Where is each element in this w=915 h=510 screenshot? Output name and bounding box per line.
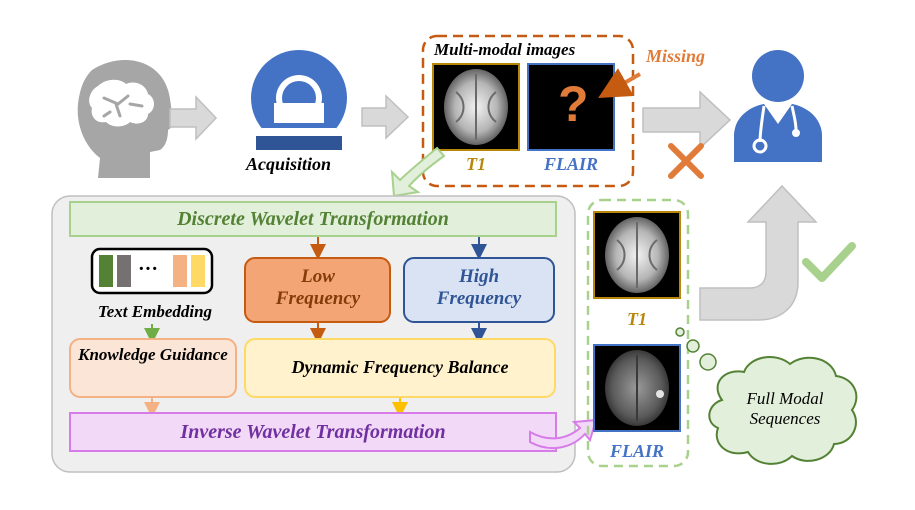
knowledge-guidance-label: Knowledge Guidance <box>78 345 228 364</box>
dfb-box <box>244 338 556 398</box>
output-t1-label: T1 <box>627 309 647 329</box>
t1-label: T1 <box>466 154 486 174</box>
dwt-label: Discrete Wavelet Transformation <box>177 208 449 230</box>
multimodal-box <box>421 34 635 188</box>
output-flair-label: FLAIR <box>609 441 665 461</box>
multimodal-title: Multi-modal images <box>432 40 578 60</box>
arrow-images-to-doctor <box>642 90 732 150</box>
doctor-icon <box>734 50 822 162</box>
missing-arrow <box>598 68 641 98</box>
dwt-box <box>69 201 557 237</box>
output-flair-image <box>593 344 681 432</box>
flair-label: FLAIR <box>543 154 599 174</box>
dfb-label: Dynamic Frequency Balance <box>291 357 509 377</box>
question-mark: ? <box>558 76 589 132</box>
cross-icon <box>668 143 704 179</box>
check-icon <box>802 242 856 282</box>
missing-label: Missing <box>646 46 706 66</box>
arrow-head-to-scanner <box>169 95 218 141</box>
cloud-icon <box>675 327 858 465</box>
arrow-scanner-to-images <box>361 94 410 140</box>
output-box <box>586 198 690 468</box>
high-frequency-label: High Frequency <box>436 266 522 309</box>
arrow-images-to-pipeline <box>390 146 446 198</box>
cloud-label: Full Modal Sequences <box>746 389 824 428</box>
iwt-label: Inverse Wavelet Transformation <box>180 421 446 443</box>
mri-scanner-icon <box>251 50 347 150</box>
embedding-ellipsis: ··· <box>138 258 159 280</box>
low-frequency-box <box>244 257 391 323</box>
knowledge-guidance-box <box>69 338 237 398</box>
output-t1-image <box>593 211 681 299</box>
head-brain-icon <box>77 59 176 178</box>
text-embedding-label: Text Embedding <box>97 302 213 321</box>
t1-image <box>432 63 520 151</box>
iwt-box <box>69 412 557 452</box>
acquisition-label: Acquisition <box>246 154 332 174</box>
text-embedding-icon <box>90 247 214 295</box>
arrow-iwt-to-output <box>529 418 598 450</box>
low-frequency-label: Low Frequency <box>275 266 361 309</box>
arrow-output-to-doctor <box>699 184 818 321</box>
high-frequency-box <box>403 257 555 323</box>
